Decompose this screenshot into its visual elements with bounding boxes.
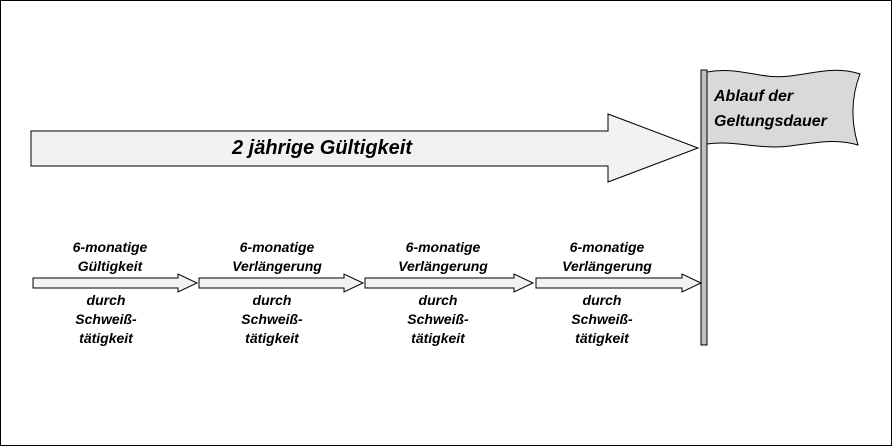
segment-arrow-3 <box>364 273 535 293</box>
segment-1-label-bot2: Schweiß- <box>75 311 137 327</box>
segment-2-label-bot3: tätigkeit <box>245 330 300 346</box>
segment-1-label-bot1: durch <box>87 292 126 308</box>
segment-3-label-bot2: Schweiß- <box>407 311 469 327</box>
segment-2-label-bot2: Schweiß- <box>241 311 303 327</box>
two-year-validity-label: 2 jährige Gültigkeit <box>231 137 413 159</box>
segment-4-label-top1: 6-monatige <box>570 239 645 255</box>
segment-4-label-bot2: Schweiß- <box>571 311 633 327</box>
segment-arrow-1 <box>32 273 199 293</box>
flag-label-line1: Ablauf der <box>713 88 794 105</box>
flag-pole <box>700 69 708 346</box>
segment-3-label-bot1: durch <box>419 292 458 308</box>
segment-3-label-top1: 6-monatige <box>406 239 481 255</box>
two-year-validity-arrow <box>30 113 700 183</box>
segment-4-label-bot3: tätigkeit <box>575 330 630 346</box>
segment-1-label-top1: 6-monatige <box>73 239 148 255</box>
segment-arrow-4 <box>535 273 703 293</box>
segment-4-label-top2: Verlängerung <box>562 258 652 274</box>
segment-3-label-top2: Verlängerung <box>398 258 488 274</box>
segment-1-label-top2: Gültigkeit <box>78 258 144 274</box>
flag-label-line2: Geltungsdauer <box>714 113 828 130</box>
segment-4-label-bot1: durch <box>583 292 622 308</box>
segment-2-label-top2: Verlängerung <box>232 258 322 274</box>
expiry-flag <box>706 69 861 148</box>
segment-1-label-bot3: tätigkeit <box>79 330 134 346</box>
segment-3-label-bot3: tätigkeit <box>411 330 466 346</box>
segment-arrow-2 <box>198 273 365 293</box>
segment-2-label-bot1: durch <box>253 292 292 308</box>
segment-2-label-top1: 6-monatige <box>240 239 315 255</box>
